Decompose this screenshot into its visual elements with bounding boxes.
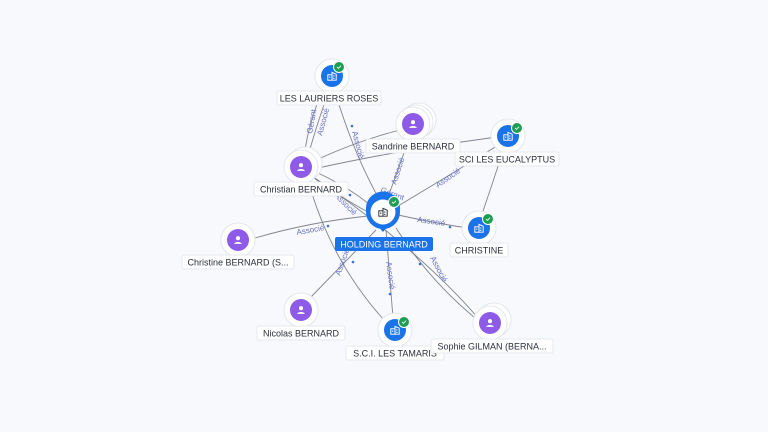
node-sci-les-eucalyptus[interactable]: SCI LES EUCALYPTUS [454,118,560,167]
node-label-box [256,325,346,341]
verified-check-icon [333,61,345,73]
edge-nicolas-center [309,229,377,299]
node-label-box [276,90,382,106]
verified-check-icon [482,213,494,225]
edge-christian-tamaris [307,179,385,321]
node-christian-bernard[interactable]: Christian BERNARD [253,146,349,197]
node-sci-les-tamaris[interactable]: S.C.I. LES TAMARIS [345,312,445,361]
edge-label: Associé [417,215,447,228]
edge-label: Associé [296,223,326,237]
node-label: Sophie GILMAN (BERNA... [437,341,546,351]
node-label: LES LAURIERS ROSES [280,93,379,103]
edge-christian-sandrine [315,129,401,161]
edge-label: Associé [434,166,463,190]
verified-check-icon [398,316,410,328]
node-christine-company[interactable]: CHRISTINE [449,210,509,258]
verified-check-icon [511,122,523,134]
node-label: Nicolas BERNARD [263,328,340,338]
node-label: Christine BERNARD (S... [187,257,288,267]
edge-euca-center [397,143,501,207]
edge-label: Associé [384,261,397,291]
node-christine-bernard[interactable]: Christine BERNARD (S... [181,222,295,270]
node-label-box [449,242,509,258]
node-label-box [365,138,461,154]
node-label-box [430,338,554,354]
node-les-lauriers-roses[interactable]: LES LAURIERS ROSES [276,58,382,106]
node-nicolas-bernard[interactable]: Nicolas BERNARD [256,292,346,341]
verified-check-icon [388,196,400,208]
center-label-box [335,237,433,251]
center-label: HOLDING BERNARD [340,239,428,249]
node-label: Sandrine BERNARD [372,141,455,151]
node-sandrine-bernard[interactable]: Sandrine BERNARD [365,102,461,154]
node-label: Christian BERNARD [260,184,343,194]
node-label-box [181,254,295,270]
node-label: S.C.I. LES TAMARIS [353,348,437,358]
node-label-box [454,151,560,167]
edge-christine-center [254,215,369,239]
node-label-box [253,181,349,197]
node-label: CHRISTINE [455,245,504,255]
edge-label: Gérant [305,108,318,134]
node-label: SCI LES EUCALYPTUS [459,154,555,164]
node-sophie-gilman[interactable]: Sophie GILMAN (BERNA... [430,302,554,354]
edge-label: Associé [389,156,406,186]
node-holding-bernard-center[interactable]: HOLDING BERNARD [335,191,433,251]
